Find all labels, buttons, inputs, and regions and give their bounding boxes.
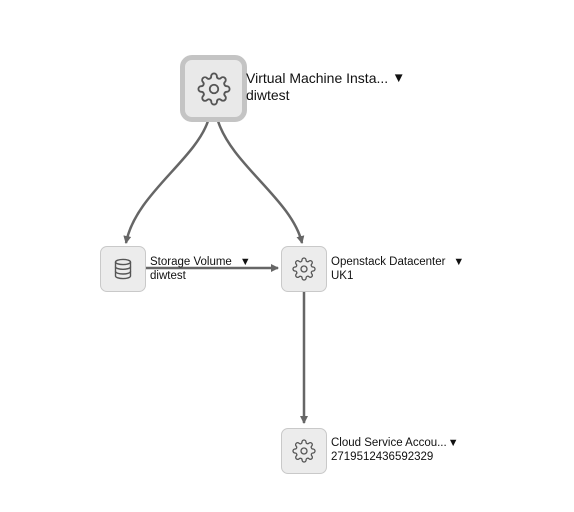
database-icon	[111, 257, 135, 281]
gear-icon	[292, 257, 316, 281]
vm-node[interactable]	[180, 55, 247, 122]
storage-node-label[interactable]: Storage Volume ▼ diwtest	[150, 256, 251, 284]
vm-node-title: Virtual Machine Insta...	[246, 70, 389, 86]
storage-node[interactable]	[100, 246, 146, 292]
vm-node-dropdown-caret[interactable]: ▼	[392, 70, 406, 86]
storage-node-title: Storage Volume	[150, 256, 232, 268]
datacenter-node-title: Openstack Datacenter	[331, 256, 446, 268]
edge-vm-to-storage	[123, 120, 210, 244]
account-node-dropdown-caret[interactable]: ▼	[447, 437, 459, 450]
edge-vm-to-datacenter	[216, 120, 305, 244]
storage-node-subtitle: diwtest	[150, 269, 186, 282]
vm-node-subtitle: diwtest	[246, 86, 290, 103]
account-node[interactable]	[281, 428, 327, 474]
account-node-label[interactable]: Cloud Service Accou... ▼ 271951243659232…	[331, 437, 459, 465]
storage-node-dropdown-caret[interactable]: ▼	[239, 256, 251, 269]
datacenter-node-dropdown-caret[interactable]: ▼	[453, 256, 465, 269]
gear-icon	[197, 72, 231, 106]
account-node-title: Cloud Service Accou...	[331, 437, 447, 449]
datacenter-node-subtitle: UK1	[331, 269, 354, 282]
gear-icon	[292, 439, 316, 463]
vm-node-label[interactable]: Virtual Machine Insta... ▼ diwtest	[246, 70, 405, 104]
datacenter-node-label[interactable]: Openstack Datacenter ▼ UK1	[331, 256, 464, 284]
account-node-subtitle: 2719512436592329	[331, 450, 434, 463]
datacenter-node[interactable]	[281, 246, 327, 292]
